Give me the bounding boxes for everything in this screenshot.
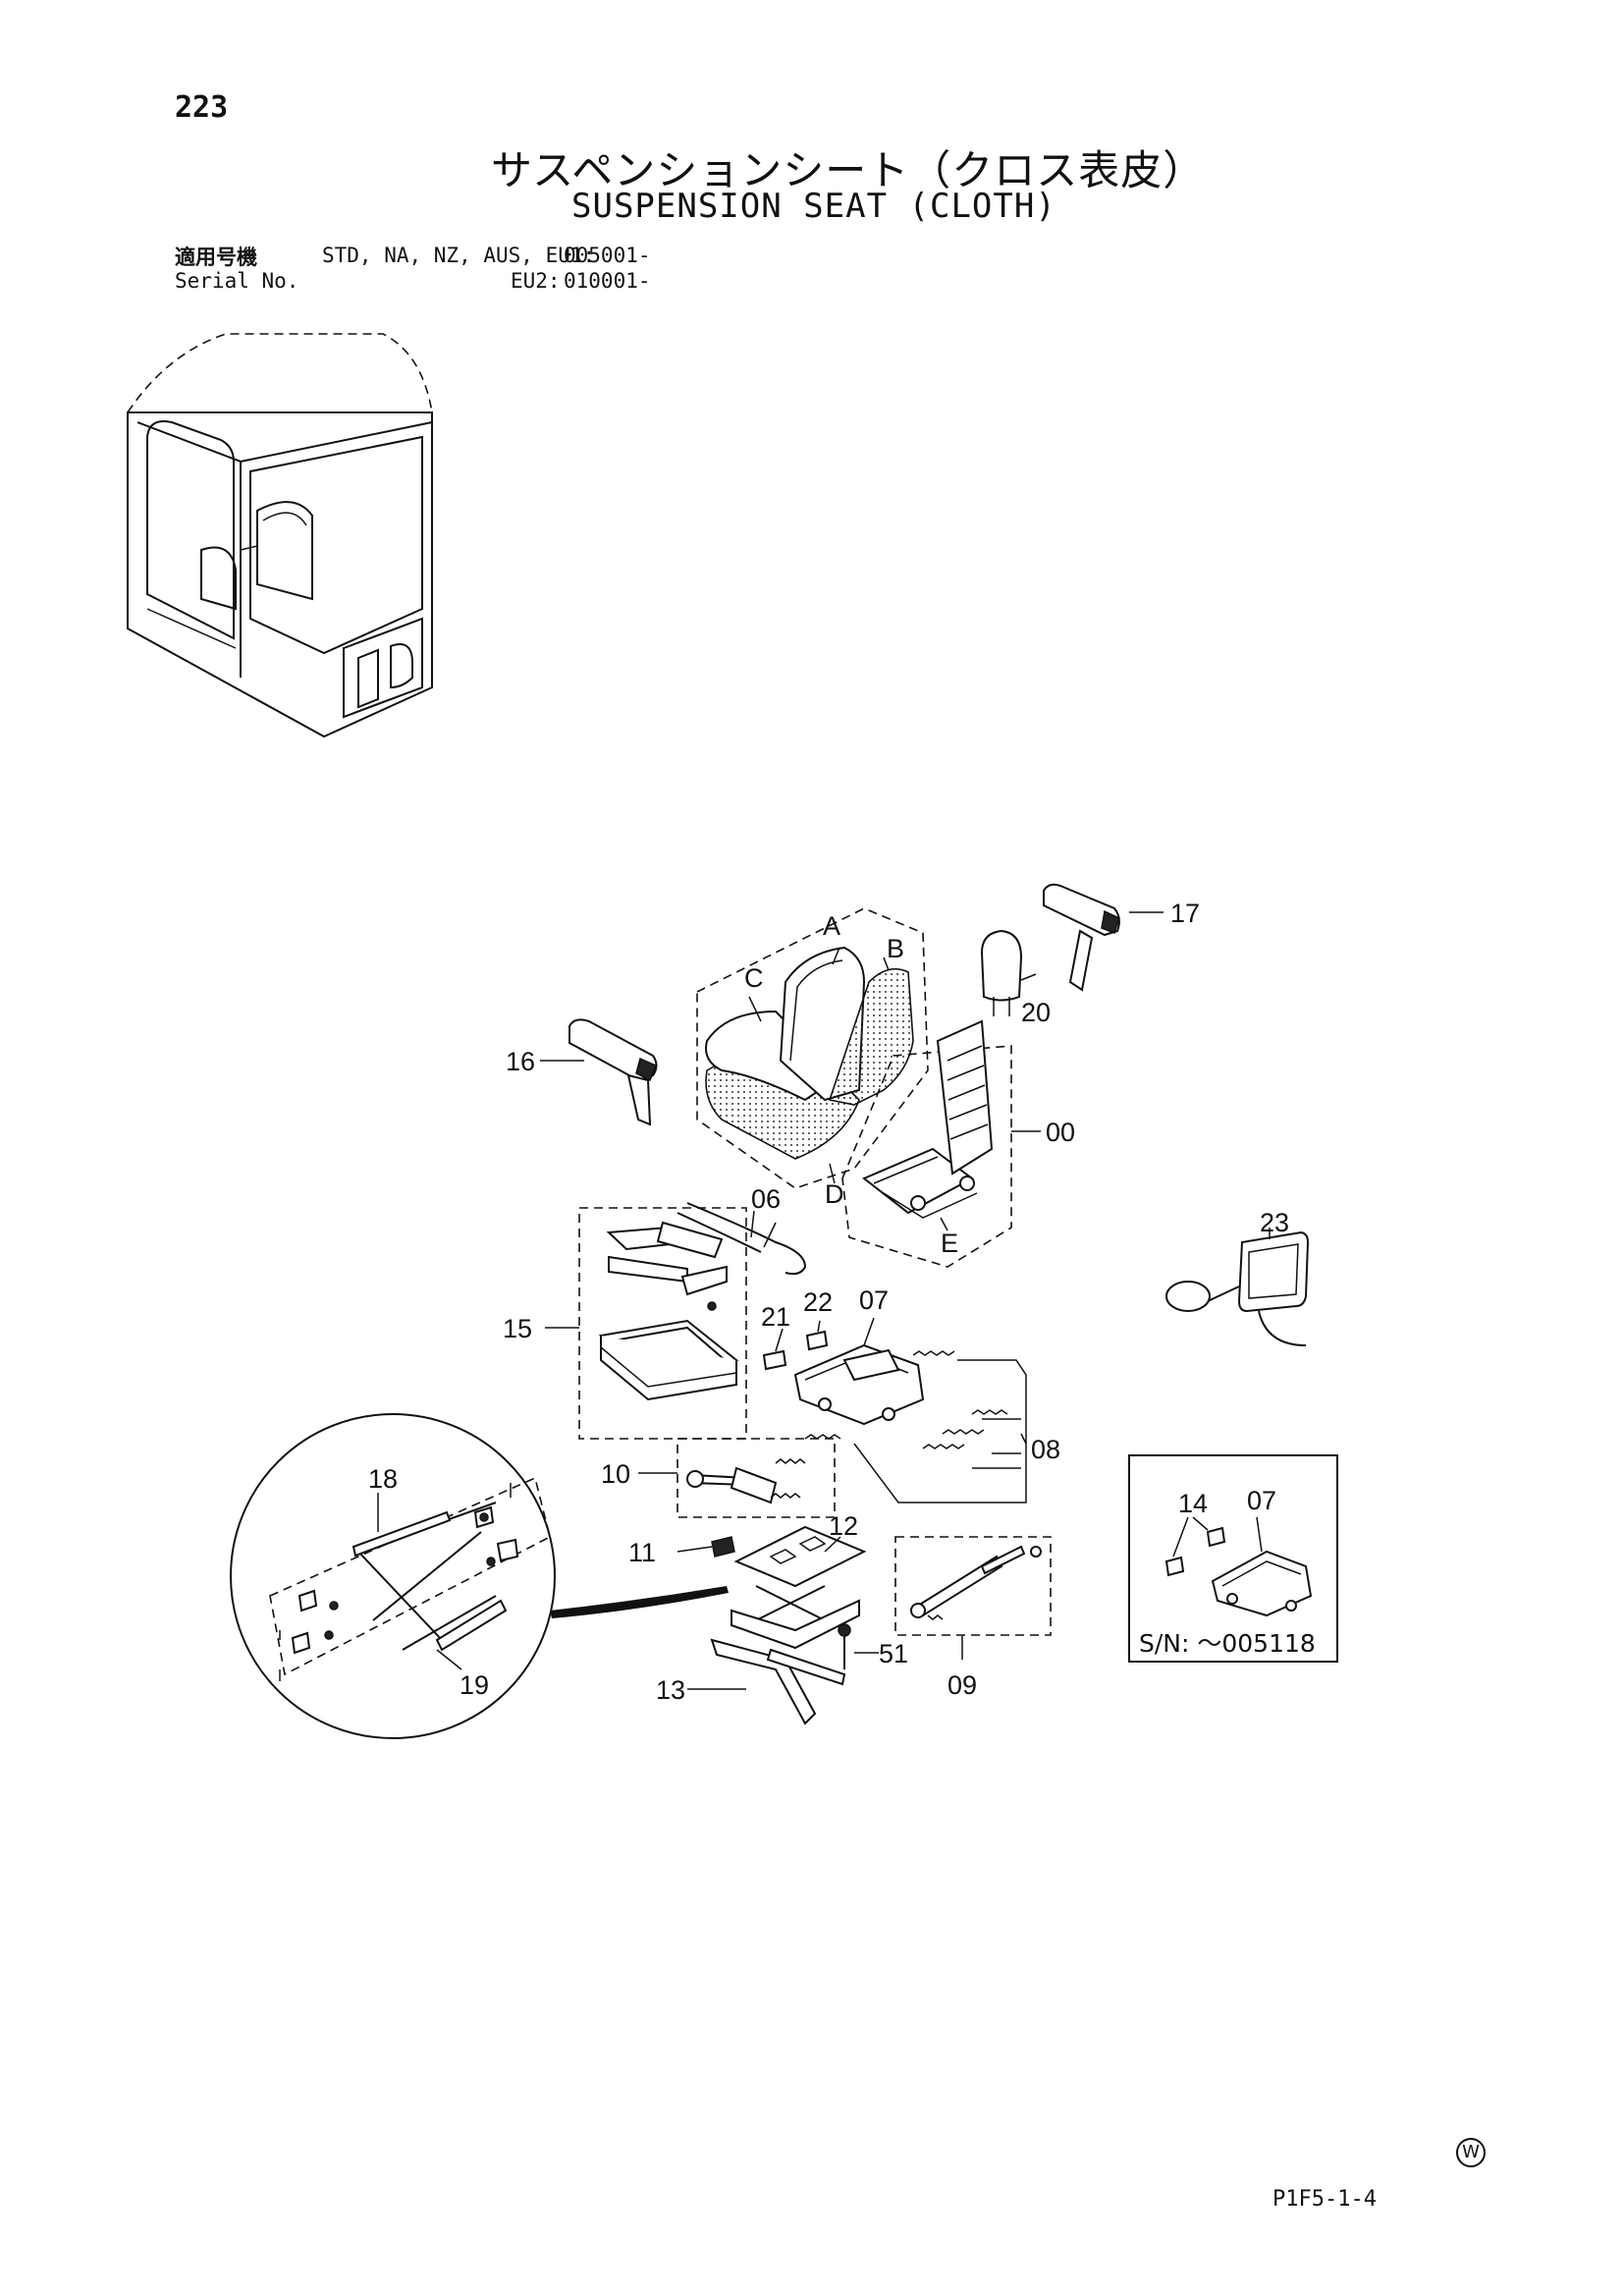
title-english: SUSPENSION SEAT (CLOTH): [571, 187, 1056, 226]
serial-label-jp: 適用号機: [175, 246, 257, 269]
callout-18: 18: [368, 1464, 398, 1494]
callout-06: 06: [751, 1184, 781, 1214]
callout-10: 10: [601, 1459, 630, 1489]
callout-08: 08: [1031, 1435, 1060, 1464]
inset-serial-label: S/N: ～005118: [1139, 1629, 1316, 1658]
callout-21: 21: [761, 1302, 790, 1332]
part-cable: [686, 1202, 807, 1276]
part-12-suspension: [711, 1525, 867, 1650]
seat-frame-group: [841, 1019, 1012, 1268]
callout-B: B: [887, 934, 904, 963]
callout-D: D: [825, 1179, 844, 1209]
serial-label-en: Serial No.: [175, 269, 299, 293]
callout-12: 12: [829, 1511, 858, 1541]
callout-20: 20: [1021, 998, 1051, 1027]
part-23: [1165, 1230, 1310, 1346]
callout-16: 16: [506, 1047, 535, 1076]
callout-E: E: [941, 1229, 958, 1258]
leader-lines: [377, 911, 1271, 1690]
part-08-springs: [804, 1350, 1027, 1503]
page-number: 223: [175, 90, 229, 125]
serial-models-1: STD, NA, NZ, AUS, EU1:: [322, 244, 596, 267]
callout-51: 51: [879, 1639, 908, 1668]
footer-code: P1F5-1-4: [1272, 2187, 1377, 2212]
title-japanese: サスペンションシート（クロス表皮）: [491, 146, 1206, 194]
detail-connector: [550, 1586, 729, 1618]
callout-14: 14: [1178, 1489, 1208, 1518]
callout-07-inset: 07: [1247, 1486, 1276, 1515]
callout-19: 19: [460, 1670, 489, 1700]
seat-assembly-group: [696, 907, 929, 1189]
part-21: [762, 1349, 787, 1371]
part-headrest: [980, 929, 1023, 1016]
callout-15: 15: [503, 1314, 532, 1343]
callout-23: 23: [1260, 1208, 1289, 1237]
part-22: [805, 1330, 829, 1351]
detail-circle: [230, 1413, 556, 1739]
serial-range-2: 010001-: [564, 269, 651, 293]
callout-07: 07: [859, 1285, 889, 1315]
cab-overview: [127, 333, 433, 738]
part-group-09: [894, 1536, 1052, 1636]
inset-box: [1128, 1454, 1338, 1663]
callout-A: A: [823, 911, 840, 941]
serial-models-2: EU2:: [511, 269, 561, 293]
callout-22: 22: [803, 1287, 833, 1317]
part-07-bracket: [793, 1343, 925, 1426]
serial-range-1: 005001-: [564, 244, 651, 267]
part-armrest-left: [568, 1018, 658, 1126]
circled-w-mark: W: [1456, 2138, 1486, 2167]
part-cable-2: [677, 1212, 762, 1253]
part-group-15: [578, 1207, 747, 1440]
callout-09: 09: [947, 1670, 977, 1700]
callout-C: C: [744, 963, 764, 993]
callout-00: 00: [1046, 1118, 1075, 1147]
part-13-lever: [710, 1638, 846, 1725]
part-51-bolt-head: [838, 1623, 851, 1637]
part-group-10: [677, 1438, 836, 1518]
callout-13: 13: [656, 1675, 685, 1705]
callout-17: 17: [1170, 899, 1200, 928]
part-armrest-right: [1043, 883, 1120, 992]
callout-11: 11: [628, 1538, 656, 1567]
